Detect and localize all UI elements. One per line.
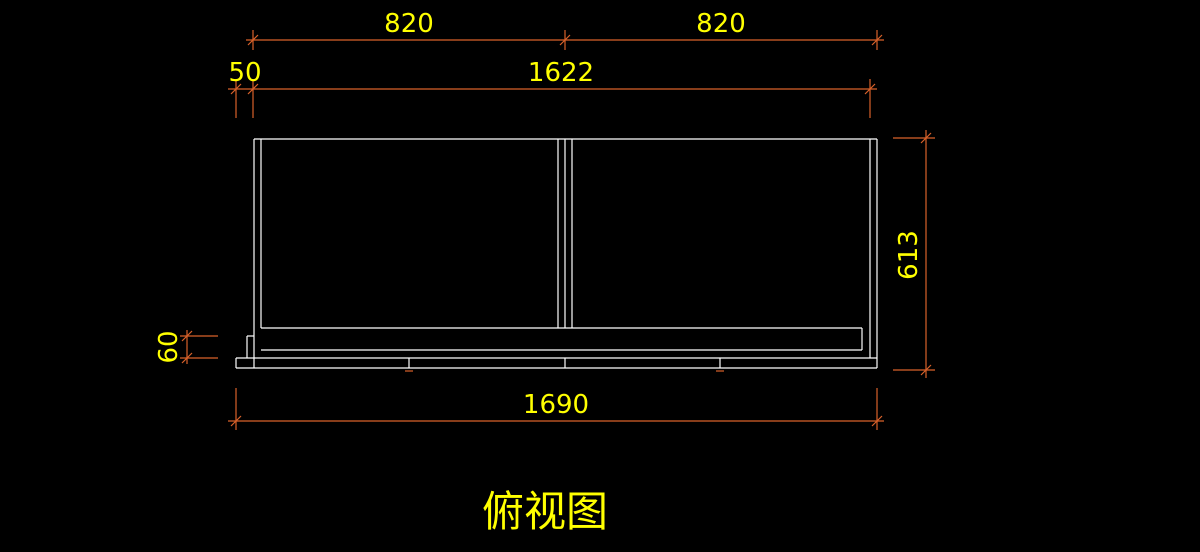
dimension-top-row [246,30,884,50]
dimension-left-base [180,330,218,364]
dimension-top-right: 820 [696,9,746,39]
drawing-title: 俯视图 [482,487,608,536]
dimension-right-height [893,130,935,378]
dimension-top-left: 820 [384,9,434,39]
cabinet-outline [235,138,878,369]
dimension-base-height: 60 [154,330,184,363]
dimension-overall-width: 1690 [523,390,589,420]
dimension-left-offset: 50 [228,58,261,88]
dimension-height: 613 [894,230,924,280]
dimension-inner-width: 1622 [528,58,594,88]
dimension-bottom-row [228,388,884,430]
dimension-second-row [228,79,877,118]
